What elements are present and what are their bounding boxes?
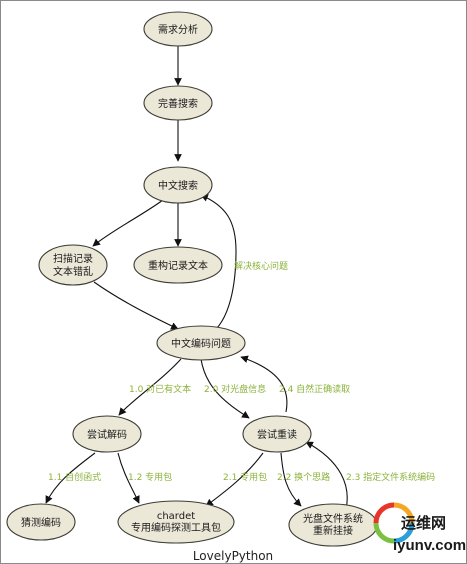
edge-decode-to-chardet: [117, 452, 140, 504]
edge-label-disc-info: 2.0 对光盘信息: [204, 383, 266, 395]
watermark-url: iyunv.com: [393, 537, 466, 554]
node-guess-encoding-label: 猜测编码: [21, 516, 61, 529]
node-chinese-search: [143, 166, 213, 204]
edge-label-change-idea: 2.2 换个思路: [277, 471, 330, 483]
node-disc-fs: [288, 503, 378, 547]
node-try-reread: [242, 415, 312, 453]
node-requirement-analysis: [143, 11, 213, 47]
edge-label-dedicated-pkg-1: 1.2 专用包: [128, 471, 172, 483]
node-scan-record-label-line1: 扫描记录: [53, 252, 93, 265]
edge-reread-to-encoding: [240, 355, 288, 413]
edge-reread-to-disc-fs: [280, 452, 302, 507]
node-rebuild-text: [133, 246, 223, 284]
node-chardet-label-line1: chardet: [157, 511, 195, 522]
edge-label-specify-fs-encoding: 2.3 指定文件系统编码: [346, 471, 435, 483]
edge-label-natural-read: 2.4 自然正确读取: [279, 383, 350, 395]
node-refine-search: [143, 85, 213, 121]
node-disc-fs-label-line2: 重新挂接: [313, 524, 353, 537]
edge-label-existing-text: 1.0 对已有文本: [129, 383, 191, 395]
node-try-decode: [72, 415, 142, 453]
edge-search-to-scan: [92, 199, 164, 247]
footer-caption: LovelyPython: [193, 549, 273, 563]
edge-disc-fs-to-reread: [305, 441, 348, 510]
edge-encoding-to-reread: [200, 358, 250, 419]
edge-scan-to-encoding: [93, 281, 179, 330]
node-requirement-analysis-label: 需求分析: [158, 23, 198, 36]
node-disc-fs-label-line1: 光盘文件系统: [303, 512, 363, 525]
edge-reread-to-chardet: [205, 452, 264, 507]
edge-encoding-to-decode: [118, 358, 182, 416]
node-encoding-problem-label: 中文编码问题: [171, 337, 231, 350]
node-guess-encoding: [6, 503, 76, 541]
node-chardet-label-line2: 专用编码探测工具包: [131, 521, 221, 534]
node-refine-search-label: 完善搜索: [158, 97, 198, 110]
node-chinese-search-label: 中文搜索: [158, 179, 198, 192]
node-encoding-problem: [156, 325, 246, 361]
node-try-reread-label: 尝试重读: [257, 428, 297, 441]
node-chardet: [117, 500, 235, 544]
node-rebuild-text-label: 重构记录文本: [148, 259, 208, 272]
edge-label-self-made: 1.1 自创函式: [48, 471, 101, 483]
node-scan-record-label-line2: 文本错乱: [53, 265, 93, 278]
node-scan-record: [38, 244, 108, 286]
node-try-decode-label: 尝试解码: [87, 428, 127, 441]
edge-label-solve-core: 解决核心问题: [234, 260, 288, 272]
watermark-logo-icon: [373, 502, 415, 544]
edge-encoding-to-search-core: [200, 194, 237, 336]
edge-decode-to-guess: [45, 452, 96, 504]
edge-label-dedicated-pkg-2: 2.1 专用包: [223, 471, 267, 483]
watermark-brand: 运维网: [401, 514, 446, 532]
